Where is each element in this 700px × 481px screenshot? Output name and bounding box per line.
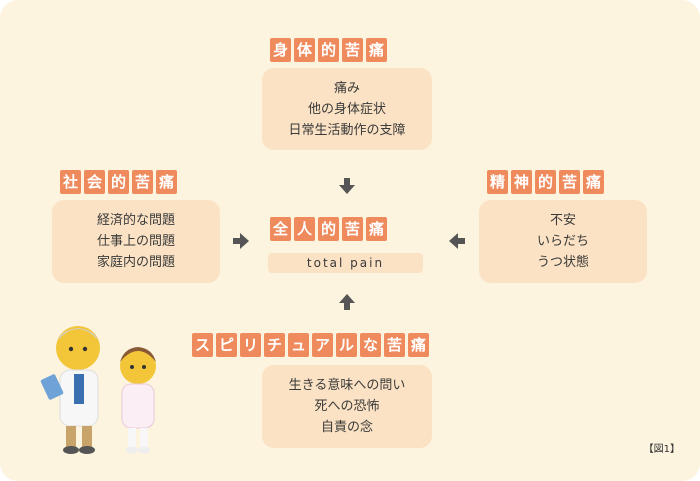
- title-char: 人: [294, 217, 315, 241]
- title-char: ル: [336, 333, 357, 357]
- title-char: 神: [511, 170, 532, 194]
- spiritual-pain-title: ス ピ リ チ ュ ア ル な 苦 痛: [192, 333, 429, 357]
- social-item: 仕事上の問題: [96, 234, 175, 249]
- physical-item: 日常生活動作の支障: [288, 122, 406, 138]
- spiritual-item: 死への恐怖: [314, 399, 380, 414]
- mental-pain-title: 精 神 的 苦 痛: [487, 170, 604, 194]
- physical-item: 他の身体症状: [307, 101, 386, 117]
- title-char: 社: [60, 170, 81, 194]
- title-char: ピ: [216, 333, 237, 357]
- title-char: 体: [294, 38, 315, 62]
- title-char: 的: [318, 38, 339, 62]
- title-char: 的: [108, 170, 129, 194]
- title-char: 苦: [132, 170, 153, 194]
- spiritual-pain-box: 生きる意味への問い 死への恐怖 自責の念: [262, 365, 432, 448]
- nurse-figure: [120, 347, 156, 454]
- arrow-down-icon: [339, 178, 355, 194]
- title-char: 的: [318, 217, 339, 241]
- arrow-up-icon: [339, 294, 355, 310]
- mental-item: 不安: [549, 213, 576, 228]
- social-item: 家庭内の問題: [96, 255, 175, 270]
- title-char: 全: [270, 217, 291, 241]
- title-char: 会: [84, 170, 105, 194]
- arrow-right-icon: [233, 233, 249, 249]
- spiritual-item: 自責の念: [320, 420, 373, 435]
- title-char: 痛: [583, 170, 604, 194]
- physical-pain-title: 身 体 的 苦 痛: [270, 38, 387, 62]
- doctor-figure: [40, 326, 100, 454]
- title-char: ュ: [288, 333, 309, 357]
- title-char: 苦: [384, 333, 405, 357]
- social-pain-title: 社 会 的 苦 痛: [60, 170, 177, 194]
- title-char: 痛: [408, 333, 429, 357]
- social-item: 経済的な問題: [96, 213, 175, 228]
- title-char: 痛: [156, 170, 177, 194]
- title-char: ス: [192, 333, 213, 357]
- title-char: ア: [312, 333, 333, 357]
- doctor-nurse-illustration: [40, 326, 156, 454]
- title-char: 精: [487, 170, 508, 194]
- title-char: 痛: [366, 38, 387, 62]
- title-char: 痛: [366, 217, 387, 241]
- physical-item: 痛み: [333, 80, 360, 96]
- title-char: 苦: [342, 38, 363, 62]
- figure-label: 【図1】: [643, 444, 680, 455]
- title-char: 身: [270, 38, 291, 62]
- title-char: チ: [264, 333, 285, 357]
- title-char: 苦: [342, 217, 363, 241]
- title-char: 的: [535, 170, 556, 194]
- spiritual-item: 生きる意味への問い: [288, 378, 406, 393]
- mental-item: うつ状態: [536, 255, 589, 270]
- title-char: 苦: [559, 170, 580, 194]
- title-char: な: [360, 333, 381, 357]
- total-pain-title: 全 人 的 苦 痛: [270, 217, 387, 241]
- social-pain-box: 経済的な問題 仕事上の問題 家庭内の問題: [52, 200, 220, 283]
- total-pain-subtitle: total pain: [268, 253, 423, 273]
- arrow-left-icon: [449, 233, 465, 249]
- physical-pain-box: 痛み 他の身体症状 日常生活動作の支障: [262, 68, 432, 150]
- mental-item: いらだち: [536, 234, 589, 249]
- mental-pain-box: 不安 いらだち うつ状態: [479, 200, 647, 283]
- title-char: リ: [240, 333, 261, 357]
